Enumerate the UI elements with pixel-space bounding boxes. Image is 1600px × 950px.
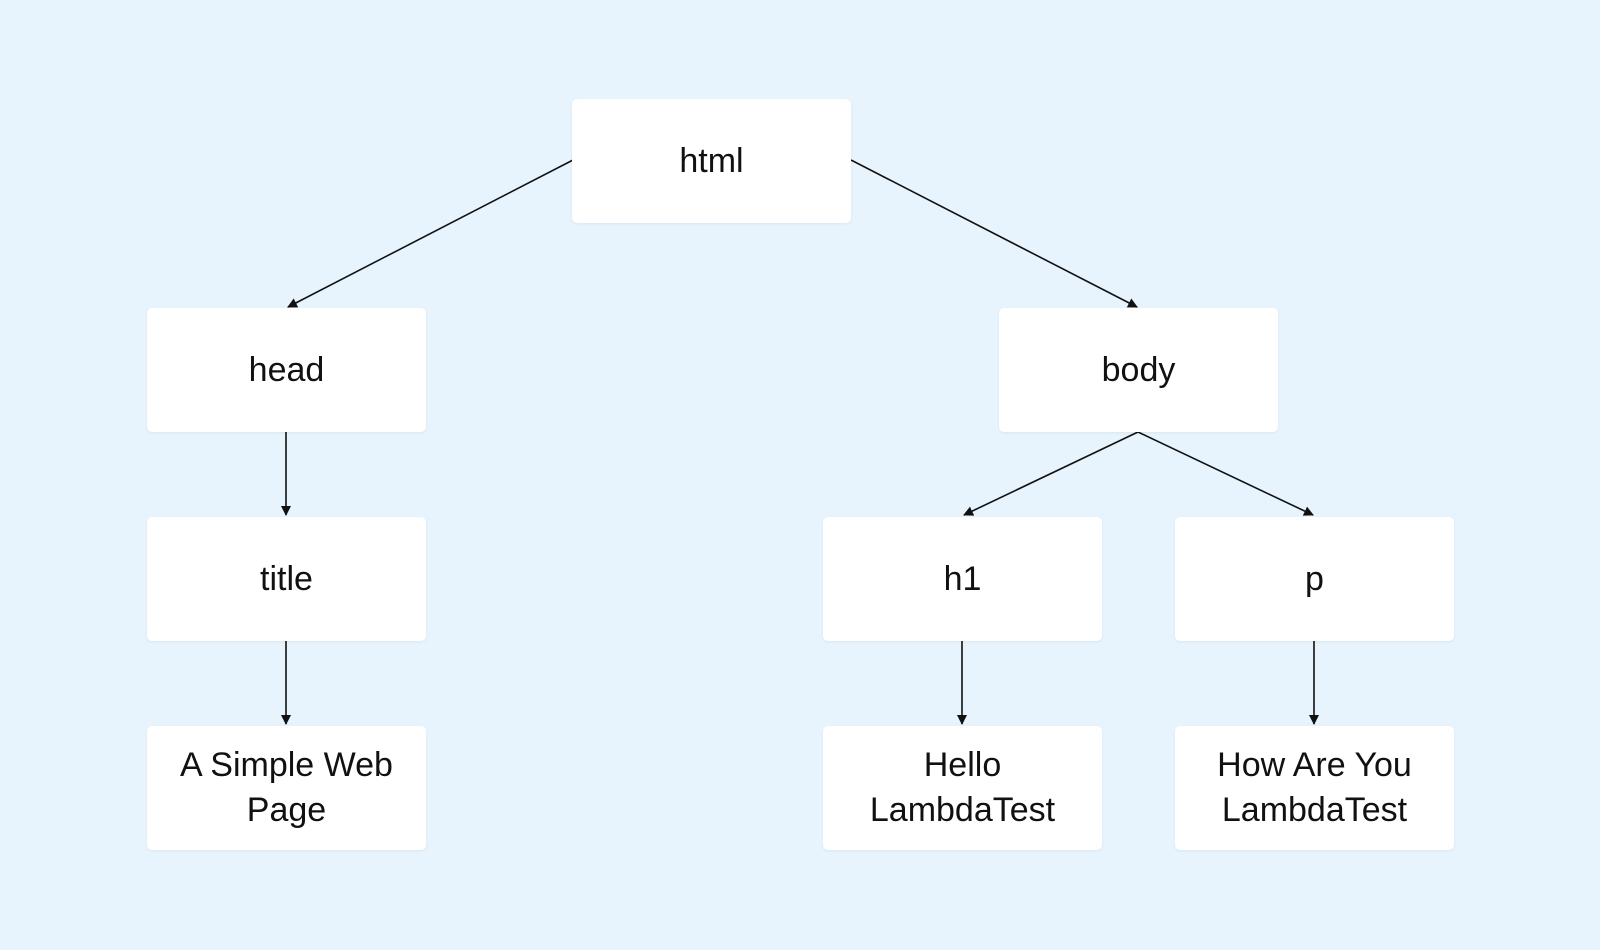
node-h1: h1 xyxy=(823,517,1102,641)
node-label: body xyxy=(1101,350,1176,389)
edge-html-body xyxy=(850,159,1138,308)
node-label: html xyxy=(679,141,744,180)
node-html: html xyxy=(572,99,851,223)
node-label: title xyxy=(260,559,313,598)
node-p: p xyxy=(1175,517,1454,641)
node-label: Hello LambdaTest xyxy=(869,746,1056,829)
edge-body-h1 xyxy=(963,431,1139,516)
edge-body-p xyxy=(1137,431,1314,516)
node-body: body xyxy=(999,308,1278,432)
node-title-text: A Simple Web Page xyxy=(147,726,426,850)
node-label: p xyxy=(1305,559,1324,598)
edge-html-head xyxy=(287,159,574,308)
node-p-text: How Are You LambdaTest xyxy=(1175,726,1454,850)
node-h1-text: Hello LambdaTest xyxy=(823,726,1102,850)
node-label: h1 xyxy=(943,559,982,598)
node-label: A Simple Web Page xyxy=(180,746,393,829)
node-head: head xyxy=(147,308,426,432)
node-title: title xyxy=(147,517,426,641)
node-label: How Are You LambdaTest xyxy=(1217,746,1412,829)
node-label: head xyxy=(248,350,325,389)
